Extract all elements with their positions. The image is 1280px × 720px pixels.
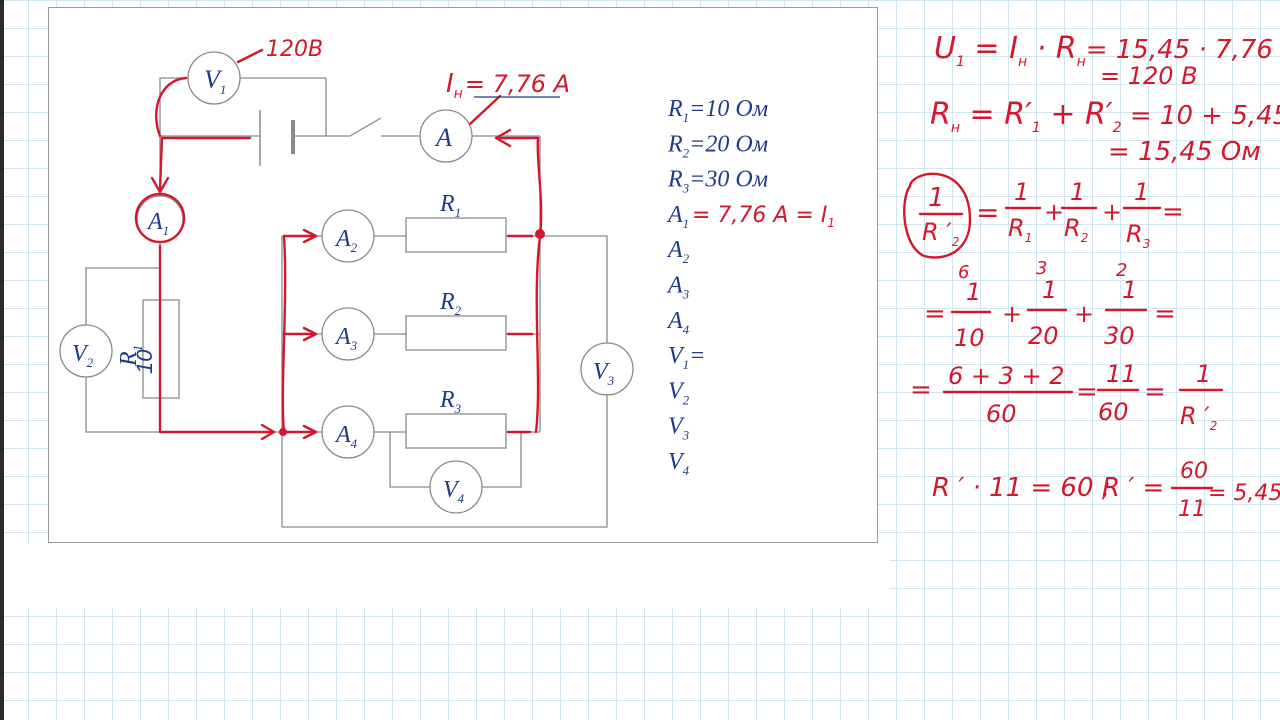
svg-text:R ′2: R ′2 (922, 218, 959, 249)
given-item: R2=20 Ом (667, 131, 768, 160)
svg-text:=: = (910, 375, 932, 405)
label-v2: V2 (72, 341, 94, 370)
given-item: V4 (668, 449, 690, 478)
calc-last-b: R ′ = (1102, 473, 1164, 503)
calc-line-2: = 120 В (1100, 62, 1198, 90)
v1-reading: 120В (266, 37, 323, 62)
svg-text:R1: R1 (1008, 214, 1032, 245)
given-item: V2 (668, 378, 690, 407)
given-item: R3=30 Ом (667, 167, 768, 196)
resistor-r2 (405, 315, 507, 351)
label-r1-vertical: R1 (116, 345, 145, 367)
svg-text:1: 1 (1042, 276, 1057, 304)
voltmeter-v2 (59, 324, 113, 378)
svg-text:11: 11 (1178, 497, 1206, 522)
given-item: A3 (666, 273, 690, 302)
label-a4: A4 (334, 422, 358, 451)
current-path-marker (134, 48, 545, 441)
svg-text:2: 2 (1116, 260, 1127, 281)
svg-text:+: + (1002, 300, 1022, 328)
svg-text:1: 1 (1134, 178, 1149, 206)
svg-text:R3: R3 (1126, 220, 1150, 251)
svg-text:11: 11 (1106, 360, 1137, 388)
svg-text:60: 60 (1180, 459, 1208, 484)
label-r1: R1 (439, 191, 461, 220)
ammeter-a2 (321, 209, 375, 263)
svg-text:6 + 3 + 2: 6 + 3 + 2 (948, 362, 1065, 390)
a1-current-note: = 7,76 А = I1 (692, 203, 835, 230)
voltmeter-v3 (580, 342, 634, 396)
label-r3: R3 (439, 387, 462, 416)
svg-text:=: = (924, 299, 946, 329)
ammeter-a4 (321, 405, 375, 459)
svg-text:1: 1 (1070, 178, 1085, 206)
svg-text:Iн= 7,76 А: Iн= 7,76 А (446, 69, 570, 102)
window-edge (0, 0, 4, 720)
ammeter-a3 (321, 307, 375, 361)
label-a2: A2 (334, 226, 358, 255)
svg-text:= 5,45: = 5,45 (1208, 481, 1280, 506)
current-annotation: Iн= 7,76 А (446, 69, 570, 102)
svg-text:1: 1 (928, 183, 945, 213)
svg-text:R ′2: R ′2 (1180, 402, 1217, 433)
svg-text:=: = (976, 196, 999, 229)
svg-text:3: 3 (1036, 258, 1047, 279)
label-r2: R2 (439, 289, 462, 318)
label-v1: V1 (204, 65, 226, 97)
label-v3: V3 (593, 359, 615, 388)
svg-text:6: 6 (958, 262, 969, 283)
r1-value: 10 (132, 349, 157, 374)
svg-text:30: 30 (1104, 322, 1135, 350)
label-v4: V4 (443, 477, 465, 506)
svg-text:10: 10 (954, 324, 985, 352)
ammeter-a (419, 109, 473, 163)
given-item: R1=10 Ом (667, 96, 768, 125)
label-a3: A3 (334, 324, 358, 353)
svg-text:60: 60 (986, 400, 1017, 428)
svg-text:=: = (1154, 299, 1176, 329)
svg-text:20: 20 (1028, 322, 1059, 350)
voltmeter-v4 (429, 460, 483, 514)
page-margin (4, 543, 890, 608)
given-item: A2 (666, 237, 690, 266)
svg-text:=: = (1162, 197, 1184, 227)
svg-text:=: = (1144, 377, 1166, 407)
svg-text:1: 1 (1196, 360, 1211, 388)
voltmeter-v1 (187, 51, 241, 105)
circled-fraction (903, 172, 972, 259)
calc-line-4: = 15,45 Ом (1108, 137, 1261, 167)
svg-text:+: + (1044, 198, 1064, 226)
svg-text:=: = (1076, 377, 1098, 407)
label-a1: A1 (146, 209, 169, 238)
calc-last-a: R ′ · 11 = 60 ; (932, 473, 1111, 503)
calc-line-1: U1 = Iн · Rн= 15,45 · 7,76 (934, 31, 1273, 70)
label-a: A (434, 123, 452, 152)
battery-symbol (259, 110, 295, 166)
calc-line-3: Rн = R′1 + R′2 = 10 + 5,45 (930, 97, 1280, 136)
svg-text:1: 1 (1122, 276, 1137, 304)
svg-text:1: 1 (966, 278, 981, 306)
given-item: V1= (668, 343, 705, 372)
svg-text:R2: R2 (1064, 214, 1088, 245)
calculations: U1 = Iн · Rн= 15,45 · 7,76 = 120 В Rн = … (903, 31, 1280, 522)
svg-text:60: 60 (1098, 398, 1129, 426)
svg-text:+: + (1074, 300, 1094, 328)
resistor-r1 (405, 217, 507, 253)
svg-text:1: 1 (1014, 178, 1029, 206)
given-item: A4 (666, 308, 690, 337)
given-item: V3 (668, 414, 690, 443)
given-item: A1 (666, 202, 689, 231)
diagram-board (48, 7, 878, 543)
svg-text:+: + (1102, 198, 1122, 226)
resistor-r3 (405, 413, 507, 449)
